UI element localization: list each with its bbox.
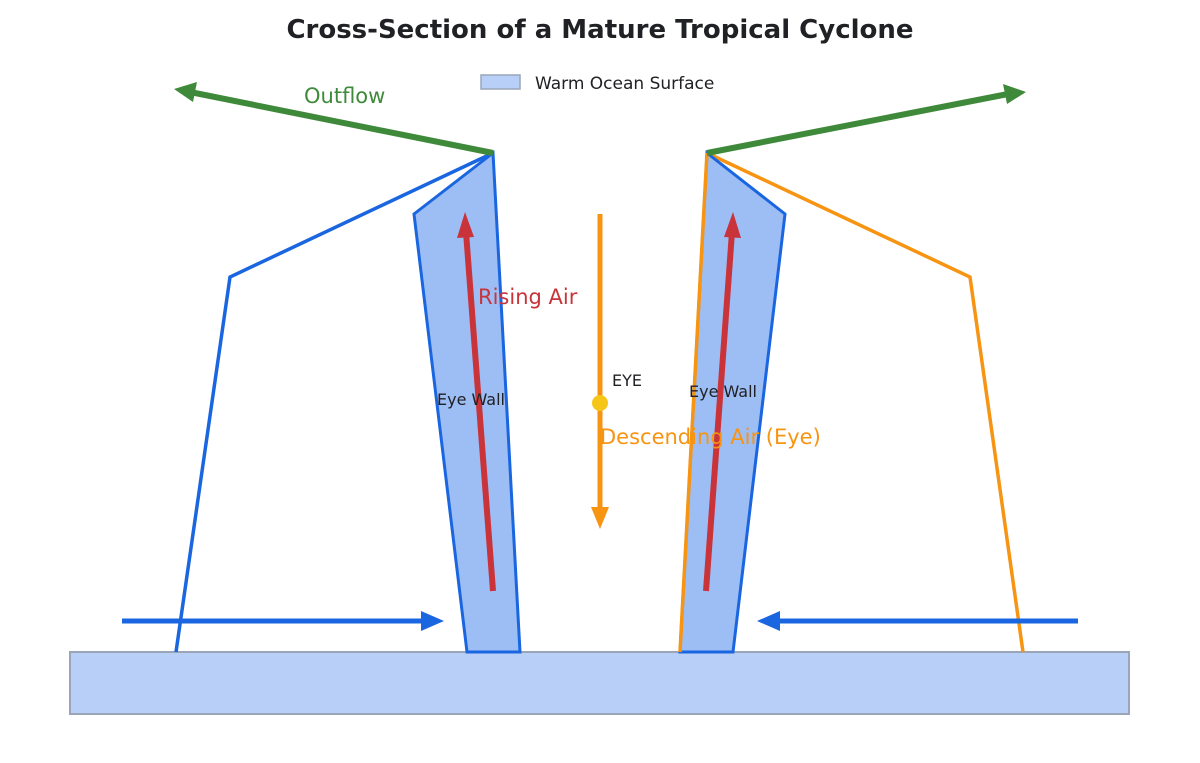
legend-ocean-label: Warm Ocean Surface [535,74,714,94]
outflow-arrow-left-head [174,82,197,102]
legend-ocean-swatch [480,74,521,90]
legend: Warm Ocean Surface [480,74,714,94]
eye-wall-left [412,150,522,654]
rising-air-arrow-left-head [457,212,474,238]
ocean-surface [69,651,1130,715]
descending-air-arrow-head [591,507,609,529]
rising-air-label: Rising Air [478,285,578,309]
outflow-label: Outflow [304,84,385,108]
outflow-arrow-right [706,91,1009,156]
inflow-arrow-left-head [421,611,444,631]
left-cloud-outline [174,151,494,653]
eye-wall-right-inner-edge [678,152,709,653]
rising-air-arrow-right [703,231,735,592]
eye-wall-left-label: Eye Wall [437,390,505,409]
outflow-arrow-right-head [1003,84,1026,104]
eye-wall-right-label: Eye Wall [689,382,757,401]
eye-point [592,395,608,411]
outflow-arrow-left [189,89,494,156]
rising-air-arrow-left [463,231,496,592]
rising-air-arrow-right-head [724,212,741,238]
descending-air-label: Descending Air (Eye) [600,425,821,449]
right-cloud-outline [706,151,1025,653]
diagram-title: Cross-Section of a Mature Tropical Cyclo… [286,15,913,45]
eye-label: EYE [612,371,642,390]
inflow-arrow-right-head [757,611,780,631]
